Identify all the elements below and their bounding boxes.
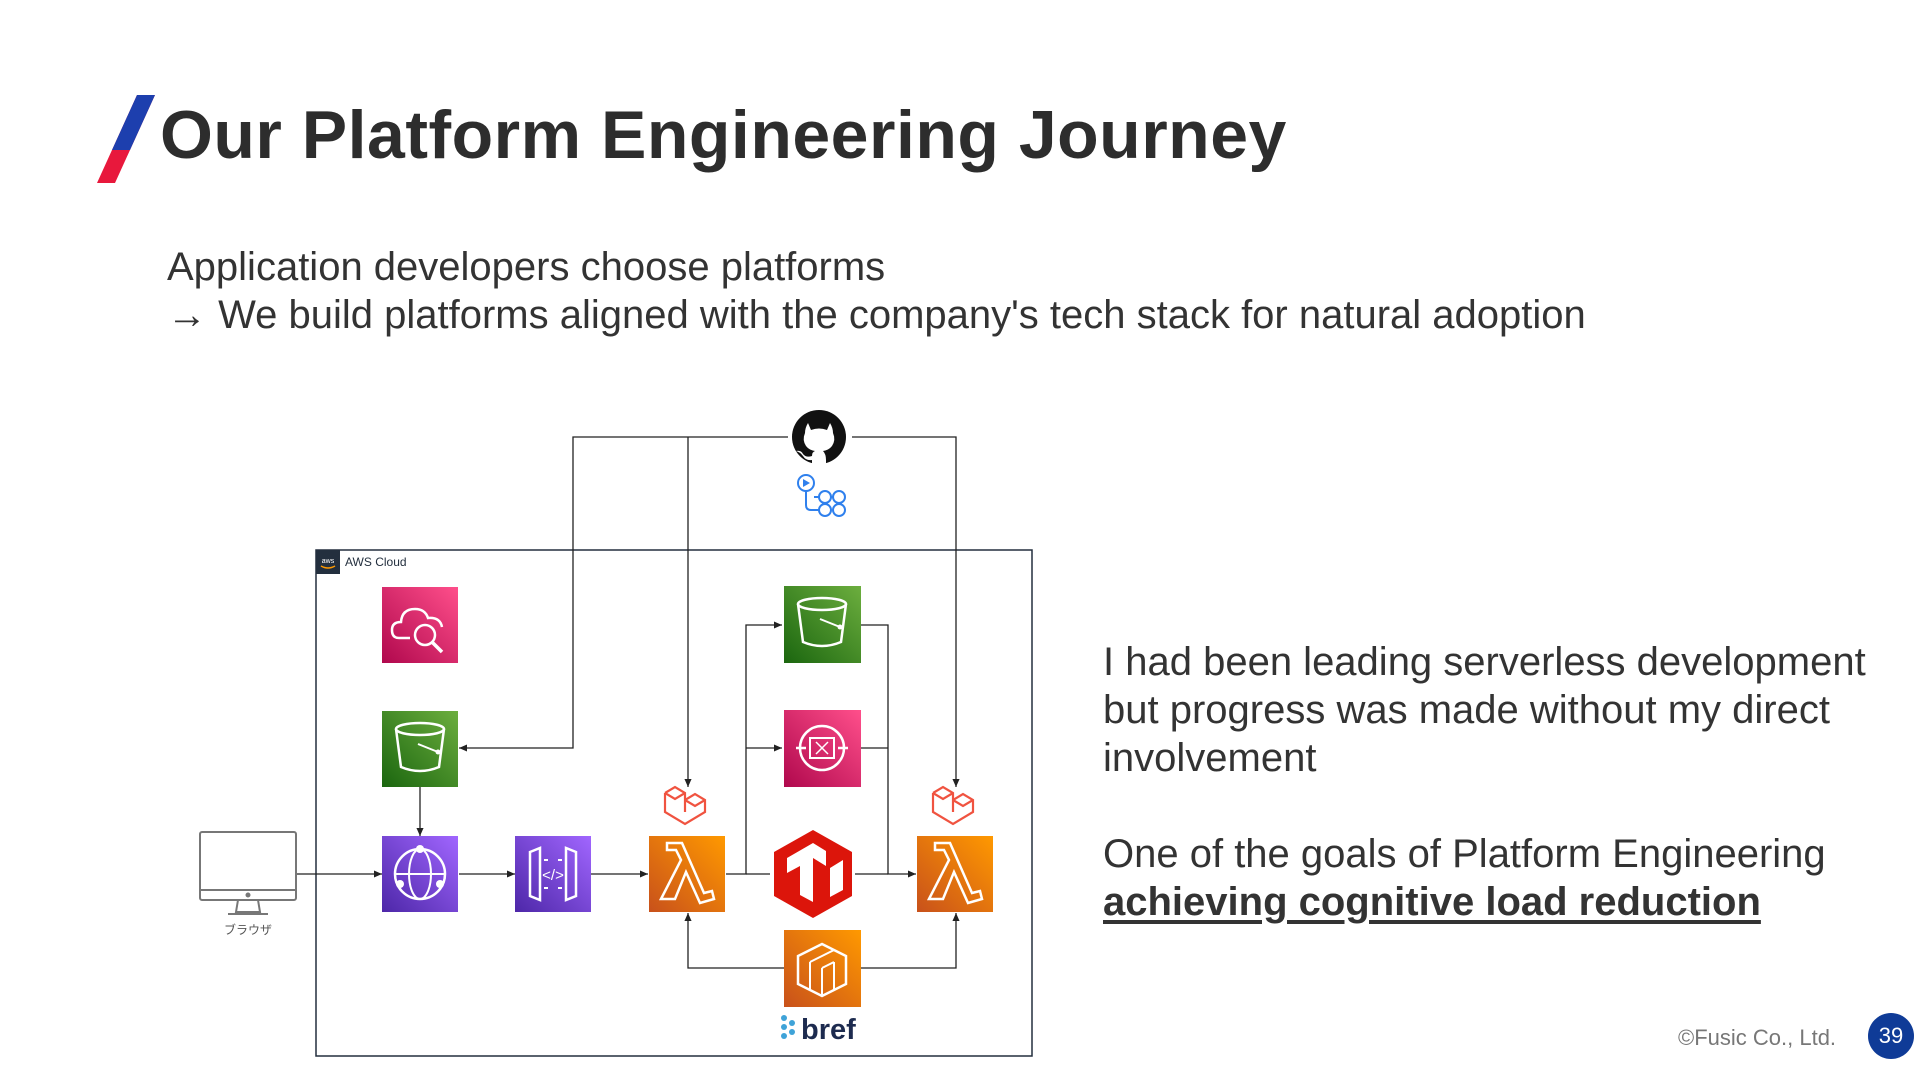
page-title: Our Platform Engineering Journey (160, 97, 1287, 173)
title-accent-slash (97, 95, 155, 183)
aws-cloud-label: AWS Cloud (345, 555, 407, 569)
copyright: ©Fusic Co., Ltd. (1678, 1025, 1837, 1050)
aws-logo-icon: aws (316, 550, 340, 574)
connector-lambda1-s3 (726, 621, 782, 875)
svg-text:aws: aws (322, 558, 335, 565)
lambda-icon (917, 836, 993, 912)
right-paragraph-1: I had been leading serverless developmen… (1103, 638, 1866, 782)
bref-logo-icon (781, 1015, 795, 1039)
tidb-icon (774, 830, 852, 918)
github-actions-icon (797, 474, 846, 517)
cloudfront-icon (382, 836, 458, 912)
right-line-5-emphasis: achieving cognitive load reduction (1103, 880, 1761, 924)
browser-label: ブラウザ (224, 922, 272, 937)
right-line-4: One of the goals of Platform Engineering (1103, 832, 1826, 876)
page-number-badge: 39 (1868, 1013, 1914, 1059)
bref-label: bref (801, 1014, 856, 1046)
browser-monitor-icon (199, 831, 297, 915)
connector-github-lambda2 (852, 436, 960, 787)
right-line-1: I had been leading serverless developmen… (1103, 640, 1866, 684)
right-line-3: involvement (1103, 736, 1317, 780)
connector-layer-lambda1 (684, 913, 784, 969)
aws-cloud-group (315, 549, 1033, 1057)
svg-text:</>: </> (542, 867, 564, 884)
sqs-icon (784, 710, 861, 787)
laravel-icon (931, 785, 975, 826)
right-line-2: but progress was made without my direct (1103, 688, 1830, 732)
lead-line-2: → We build platforms aligned with the co… (167, 293, 1586, 337)
connector-layer-lambda2 (861, 913, 960, 969)
lead-line-1: Application developers choose platforms (167, 245, 886, 289)
connector-github-left (459, 436, 788, 752)
api-gateway-icon: </> (515, 836, 591, 912)
lambda-layer-icon (784, 930, 861, 1007)
s3-bucket-icon (382, 711, 458, 787)
s3-bucket-icon (784, 586, 861, 663)
laravel-icon (663, 785, 707, 826)
connector-s3-lambda2 (861, 624, 916, 878)
lambda-icon (649, 836, 725, 912)
cloudwatch-icon (382, 587, 458, 663)
github-icon (792, 410, 846, 464)
